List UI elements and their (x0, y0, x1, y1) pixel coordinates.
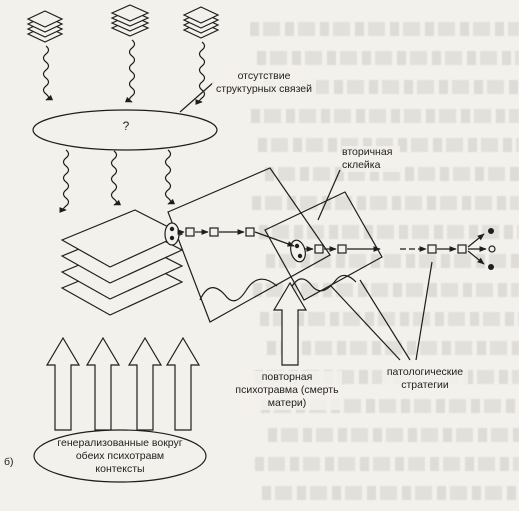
main-layer-stack (60, 209, 184, 316)
label-leader-strategies (329, 261, 433, 361)
pathological-strategies-label: патологические стратегии (382, 366, 468, 392)
node-1 (164, 222, 180, 246)
label-leader-adhesion (317, 169, 341, 221)
generalized-contexts-label: генерализованные вокруг обеих психотравм… (57, 437, 183, 475)
torn-edge-2 (289, 274, 357, 292)
wavy-arrows-top (42, 39, 206, 105)
top-layer-stack-3 (182, 6, 220, 39)
question-mark-label: ? (122, 119, 130, 133)
label-leader-no-links (179, 81, 215, 113)
repeat-trauma-arrow (272, 281, 308, 366)
trauma-plane-2 (264, 191, 383, 301)
chain-arrows (177, 229, 487, 265)
wavy-arrows-middle (59, 149, 176, 213)
top-layer-stack-1 (26, 10, 64, 43)
node-2 (290, 239, 306, 263)
trauma-plane-1 (167, 167, 331, 323)
generalized-contexts-ellipse (33, 429, 207, 483)
unstructured-ellipse (32, 109, 218, 151)
no-structural-links-label: отсутствие структурных связей (212, 70, 316, 96)
panel-letter: б) (4, 456, 14, 468)
chain-squares (185, 227, 467, 254)
top-layer-stack-2 (110, 4, 150, 37)
upward-arrows (45, 336, 201, 431)
secondary-adhesion-label: вторичная склейка (342, 146, 400, 172)
repeated-trauma-label: повторная психотравма (смерть матери) (232, 371, 342, 410)
torn-edge-1 (199, 278, 278, 302)
